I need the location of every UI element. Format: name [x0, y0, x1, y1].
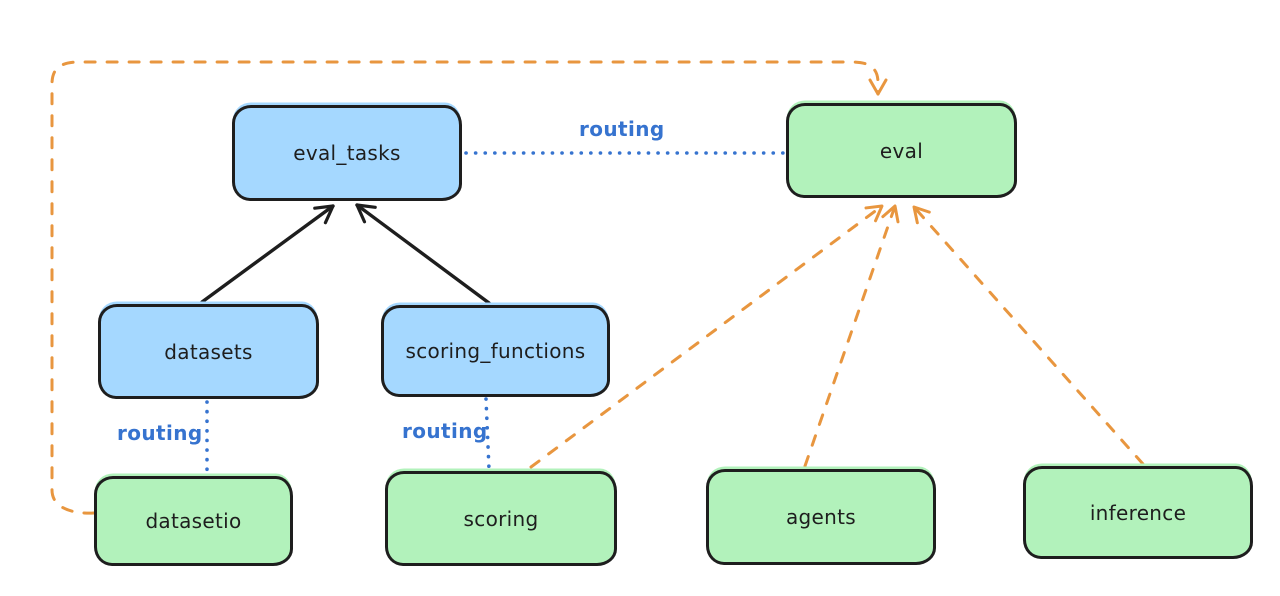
node-scoring-functions-label: scoring_functions [405, 339, 586, 363]
node-datasetio: datasetio [94, 476, 293, 566]
edge-scoring-functions-to-scoring-routing [484, 397, 491, 471]
node-datasetio-label: datasetio [145, 509, 242, 533]
node-eval-label: eval [879, 138, 924, 163]
node-agents-label: agents [786, 505, 856, 529]
node-eval-tasks-label: eval_tasks [293, 141, 401, 165]
edge-label-routing-scoring-functions-scoring: routing [402, 419, 488, 443]
edge-agents-to-eval [803, 204, 900, 468]
edge-datasetio-to-eval [50, 60, 888, 515]
edge-label-routing-datasets-datasetio: routing [117, 421, 203, 445]
node-datasets: datasets [98, 304, 319, 399]
edge-label-routing-eval-tasks-eval: routing [579, 117, 665, 141]
edge-datasets-to-eval-tasks [200, 204, 335, 304]
edge-scoring-to-eval [529, 204, 884, 469]
node-eval-tasks: eval_tasks [232, 105, 462, 201]
node-inference-label: inference [1089, 500, 1187, 525]
node-scoring-functions: scoring_functions [381, 305, 610, 397]
edge-inference-to-eval [912, 205, 1145, 466]
node-scoring-label: scoring [463, 506, 539, 531]
node-inference: inference [1023, 466, 1253, 559]
edge-scoring-functions-to-eval-tasks [355, 203, 491, 305]
node-datasets-label: datasets [164, 339, 253, 364]
node-agents: agents [706, 469, 936, 565]
node-eval: eval [786, 103, 1017, 198]
node-scoring: scoring [385, 471, 617, 566]
